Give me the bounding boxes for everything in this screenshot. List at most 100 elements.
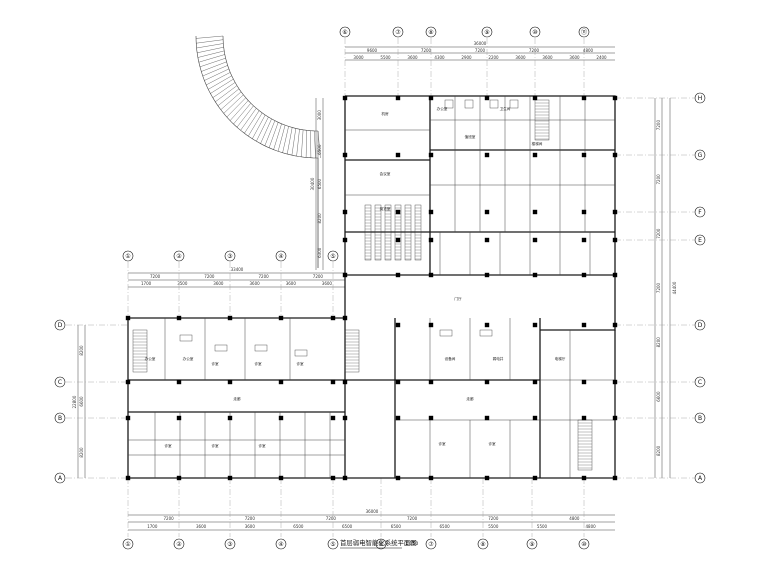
axis-bottom-8-circle — [526, 538, 538, 550]
room-label-6: 卫生间 — [500, 106, 511, 111]
column-50 — [278, 475, 284, 481]
column-69 — [484, 415, 490, 421]
column-67 — [484, 322, 490, 328]
curved-walkway — [195, 35, 321, 268]
room-label-16: 诊室 — [211, 443, 219, 448]
dim-left-0: 8200 — [79, 345, 84, 356]
room-label-17: 诊室 — [258, 443, 266, 448]
dim-left-total: 22800 — [72, 395, 77, 408]
dim-top-axis-1: 7200 — [421, 48, 432, 53]
column-51 — [330, 315, 336, 321]
dim-left-spans: 8200 6600 8200 — [79, 345, 84, 458]
column-20 — [532, 95, 538, 101]
room-label-8: 走廊 — [233, 396, 241, 401]
dim-bottom-sub-1: 3600 — [196, 524, 207, 529]
column-22 — [532, 209, 538, 215]
column-56 — [342, 379, 348, 385]
dim-upper-left-3: 8200 — [317, 213, 322, 224]
axis-left-1-circle — [54, 376, 66, 388]
axis-top-4-label: ⑩ — [532, 29, 537, 36]
column-3 — [342, 237, 348, 243]
column-63 — [428, 322, 434, 328]
column-53 — [330, 415, 336, 421]
dim-bottom-axis-0: 7200 — [164, 516, 175, 521]
axis-bottom-0-label: ① — [125, 541, 130, 548]
room-label-20: 电梯厅 — [555, 356, 566, 361]
column-43 — [227, 315, 233, 321]
dim-bottom-total: 36000 — [366, 509, 379, 514]
column-55 — [342, 315, 348, 321]
axis-bottom-4-label: ⑤ — [330, 541, 335, 548]
column-13 — [428, 237, 434, 243]
column-19 — [484, 272, 490, 278]
room-label-18: 设备间 — [445, 356, 456, 361]
column-44 — [227, 379, 233, 385]
axis-left-3-label: A — [58, 475, 63, 482]
axis-right-6-label: B — [698, 415, 702, 422]
dim-right-0: 7200 — [656, 120, 661, 131]
room-label-1: 办公室 — [437, 106, 448, 111]
column-15 — [484, 95, 490, 101]
column-40 — [176, 379, 182, 385]
room-label-3: 阅览室 — [380, 206, 391, 211]
room-label-22: 诊室 — [488, 441, 496, 446]
drawing-scale: 1:150 — [405, 541, 418, 547]
dim-left-2: 8200 — [79, 447, 84, 458]
axis-bottom-9-circle — [578, 538, 590, 550]
axis-bottom-2-circle — [224, 538, 236, 550]
axis-right-0-circle — [694, 92, 706, 104]
axis-wing-3-label: ④ — [278, 253, 283, 260]
room-label-21: 诊室 — [438, 441, 446, 446]
dimension-lines — [77, 46, 671, 531]
axis-top-0-circle — [339, 26, 351, 38]
dim-top-total: 36000 — [474, 41, 487, 46]
dim-bottom-axis-2: 7200 — [326, 516, 337, 521]
dim-right-6: 8200 — [656, 445, 661, 456]
dim-right-5: 6600 — [656, 391, 661, 402]
axis-wing-1-label: ② — [176, 253, 182, 260]
room-label-15: 诊室 — [164, 443, 172, 448]
dim-wing-sub-1: 3500 — [177, 281, 188, 286]
room-label-7: 门厅 — [454, 296, 462, 301]
dim-left-1: 6600 — [79, 396, 84, 407]
axis-top-5-circle — [578, 26, 590, 38]
column-28 — [581, 237, 587, 243]
axis-right-1-label: G — [698, 152, 703, 159]
column-29 — [581, 272, 587, 278]
axis-right-7-label: A — [698, 475, 703, 482]
axis-top-0-label: ⑥ — [342, 29, 347, 36]
axis-bottom-8-label: ⑨ — [529, 541, 534, 548]
column-59 — [395, 322, 401, 328]
column-70 — [484, 475, 490, 481]
dim-top-sub-7: 3600 — [542, 55, 553, 60]
dim-bottom-axis-5: 4800 — [569, 516, 580, 521]
column-25 — [581, 95, 587, 101]
dim-wing-axis-2: 7200 — [259, 274, 270, 279]
axis-bottom-1-circle — [173, 538, 185, 550]
room-label-0: 机房 — [381, 111, 389, 116]
column-64 — [428, 379, 434, 385]
column-34 — [612, 272, 618, 278]
column-57 — [342, 415, 348, 421]
axis-bottom-6-label: ⑦ — [428, 541, 434, 548]
dim-wing-sub-2: 3600 — [213, 281, 224, 286]
column-68 — [484, 379, 490, 385]
column-32 — [612, 209, 618, 215]
column-49 — [278, 415, 284, 421]
axis-bottom-6-circle — [425, 538, 437, 550]
axis-left-3-circle — [54, 472, 66, 484]
column-62 — [395, 475, 401, 481]
room-label-5: 楼梯间 — [532, 141, 543, 146]
dim-bottom-sub-5: 6500 — [391, 524, 402, 529]
column-65 — [428, 415, 434, 421]
column-38 — [125, 475, 131, 481]
dim-top-sub-0: 3000 — [353, 55, 364, 60]
axis-top-1-label: ⑦ — [395, 29, 401, 36]
axis-wing-0-circle — [122, 250, 134, 262]
